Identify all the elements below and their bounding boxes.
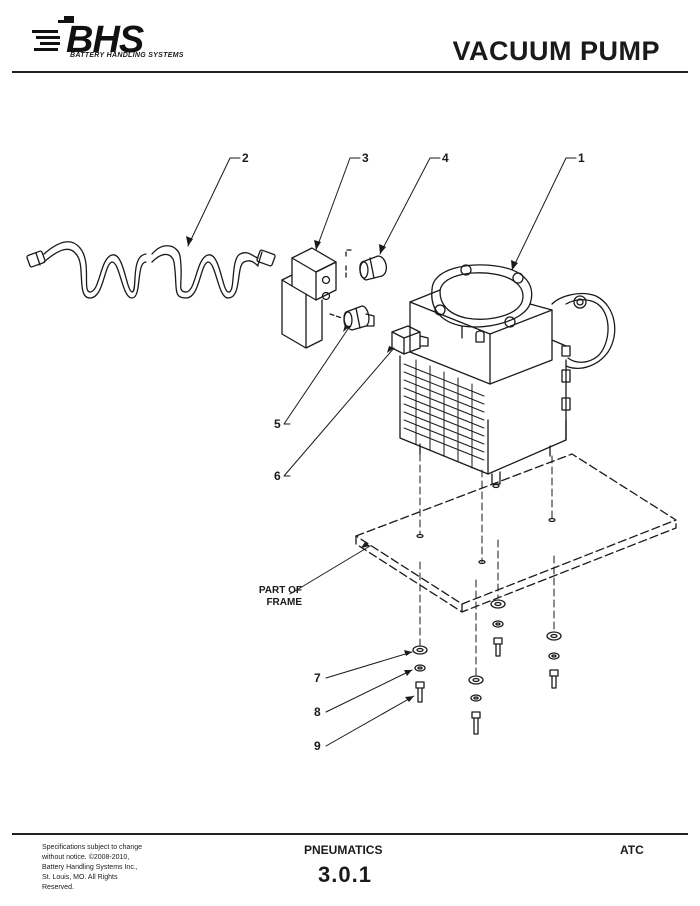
callout-4: 4 [442, 151, 449, 165]
hardware-stack-4 [546, 631, 562, 689]
coiled-hose [26, 241, 276, 299]
callout-6: 6 [274, 469, 281, 483]
hardware-stack-1 [412, 645, 428, 703]
frame-plate [355, 453, 677, 613]
muffler [345, 249, 388, 281]
fitting [329, 305, 375, 331]
hardware-stack-3 [490, 599, 506, 657]
vacuum-pump [399, 264, 616, 485]
connector [391, 325, 429, 355]
model-code: ATC [620, 843, 644, 857]
leader-lines [187, 157, 577, 747]
header-divider [12, 71, 688, 73]
frame-label: PART OF FRAME [222, 585, 302, 609]
valve-block [281, 247, 337, 349]
frame-label-line1: PART OF [258, 585, 302, 596]
leader-arrowheads [186, 236, 518, 702]
footer-divider [12, 833, 688, 835]
frame-label-line2: FRAME [266, 597, 302, 608]
page-title: VACUUM PUMP [452, 36, 660, 66]
bhs-logo: BHS [32, 16, 145, 61]
brand-wordmark: BHS [66, 19, 144, 61]
callout-7: 7 [314, 671, 321, 685]
callout-2: 2 [242, 151, 249, 165]
callout-1: 1 [578, 151, 585, 165]
mount-centerlines [419, 453, 555, 677]
hardware-stack-2 [468, 675, 484, 735]
callout-8: 8 [314, 705, 321, 719]
copyright-notice: Specifications subject to change without… [42, 844, 143, 891]
callout-9: 9 [314, 739, 321, 753]
page-number: 3.0.1 [318, 862, 372, 887]
callout-3: 3 [362, 151, 369, 165]
callout-5: 5 [274, 417, 281, 431]
section-name: PNEUMATICS [304, 843, 383, 857]
brand-tagline: BATTERY HANDLING SYSTEMS [70, 52, 184, 59]
